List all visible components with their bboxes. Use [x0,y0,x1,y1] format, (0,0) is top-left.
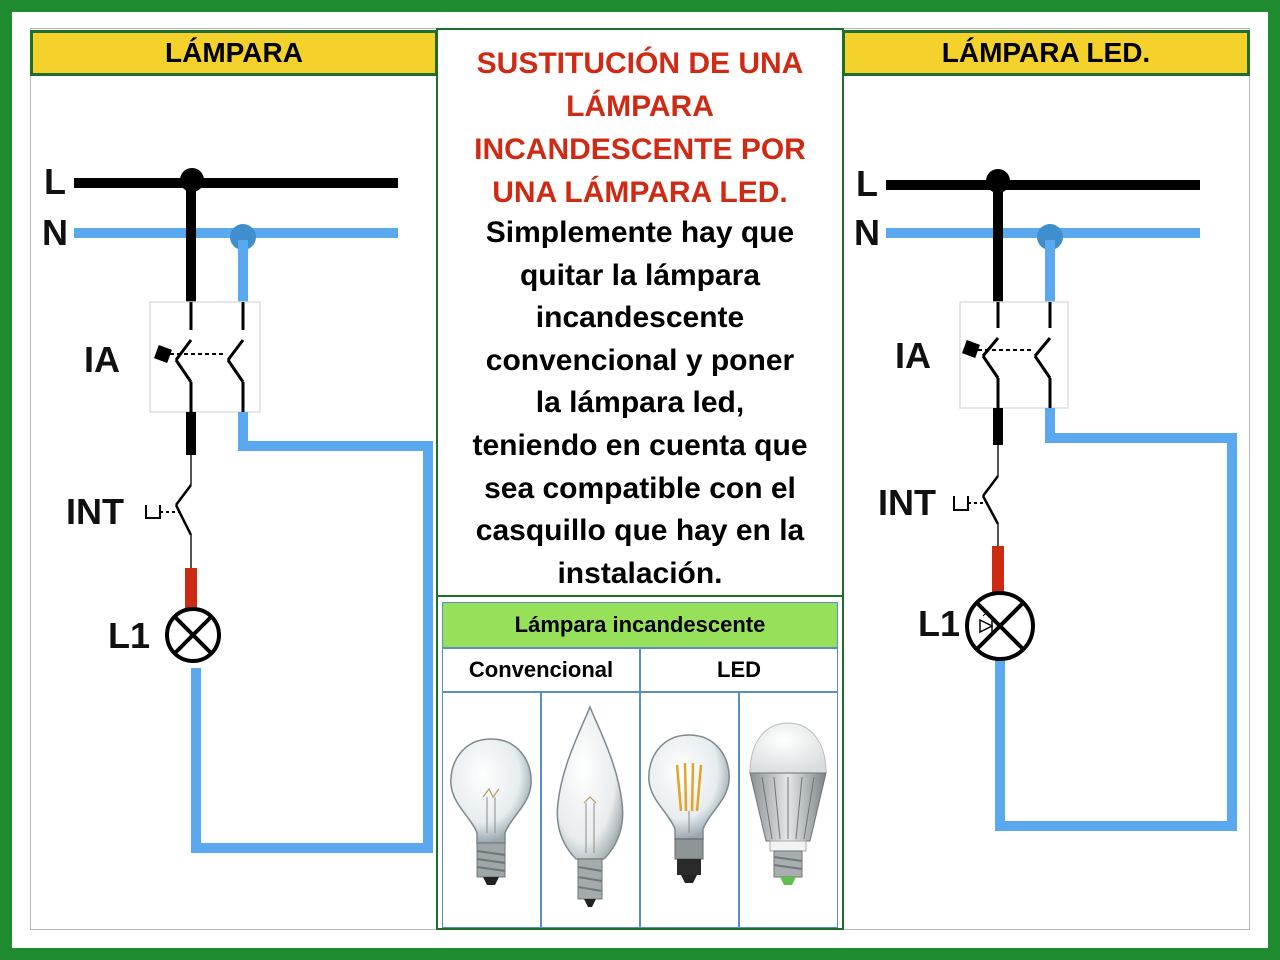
center-divider [438,595,842,597]
led-filament-bulb-cell [641,693,740,927]
candle-bulb-image [556,704,624,907]
neutral-return [995,408,1237,831]
body-line: Simplemente hay que [485,216,795,249]
left-label-IA: IA [84,339,120,380]
body-line: la lámpara led, [535,386,745,420]
title-line: INCANDESCENTE POR [474,133,806,166]
lamp-symbol [165,607,221,663]
right-label-L1: L1 [918,603,961,644]
table-col-conventional: Convencional [443,649,641,693]
right-header: LÁMPARA LED. [842,30,1250,76]
switch-symbol [953,475,1000,525]
conventional-label: Convencional [468,657,614,682]
bulb-comparison-table: Lámpara incandescente Convencional LED [442,602,838,928]
title-line: LÁMPARA [566,90,714,123]
left-label-N: N [42,212,68,253]
left-label-L1: L1 [108,615,151,656]
switch-symbol [145,484,193,536]
neutral-return [191,412,433,853]
led-lamp-symbol [965,591,1035,661]
body-line: quitar la lámpara [519,258,761,292]
left-label-L: L [44,161,66,202]
left-header: LÁMPARA [30,30,438,76]
table-col-led: LED [641,649,837,693]
led-label: LED [717,657,761,682]
table-title: Lámpara incandescente [443,603,837,649]
right-label-IA: IA [895,335,931,376]
body-line: sea compatible con el [484,471,796,505]
center-panel: SUSTITUCIÓN DE UNA LÁMPARA INCANDESCENTE… [436,28,844,930]
incandescent-bulb-image [450,738,532,885]
right-label-INT: INT [878,482,936,523]
center-body-text: Simplemente hay que quitar la lámpara in… [438,212,842,595]
title-line: UNA LÁMPARA LED. [492,176,788,209]
center-title: SUSTITUCIÓN DE UNA LÁMPARA INCANDESCENTE… [438,42,842,214]
left-label-INT: INT [66,491,124,532]
body-line: incandescente [535,301,745,335]
neutral-junction [230,224,256,250]
right-header-label: LÁMPARA LED. [941,37,1151,68]
candle-bulb-cell [542,693,641,927]
neutral-junction [1037,224,1063,250]
phase-junction [986,169,1010,193]
body-line: casquillo que hay en la [475,514,805,548]
right-label-L: L [856,163,878,204]
led-bulb-cell [740,693,837,927]
body-line: convencional y poner [485,343,795,377]
right-label-N: N [854,212,880,253]
body-line: teniendo en cuenta que [472,428,808,462]
left-header-label: LÁMPARA [165,37,303,68]
led-filament-bulb-image [648,734,730,883]
incandescent-bulb-cell [443,693,542,927]
right-panel [842,28,1250,930]
body-line: instalación. [557,556,723,590]
led-bulb-image [749,722,827,885]
title-line: SUSTITUCIÓN DE UNA [476,47,804,80]
table-title-label: Lámpara incandescente [514,612,766,637]
